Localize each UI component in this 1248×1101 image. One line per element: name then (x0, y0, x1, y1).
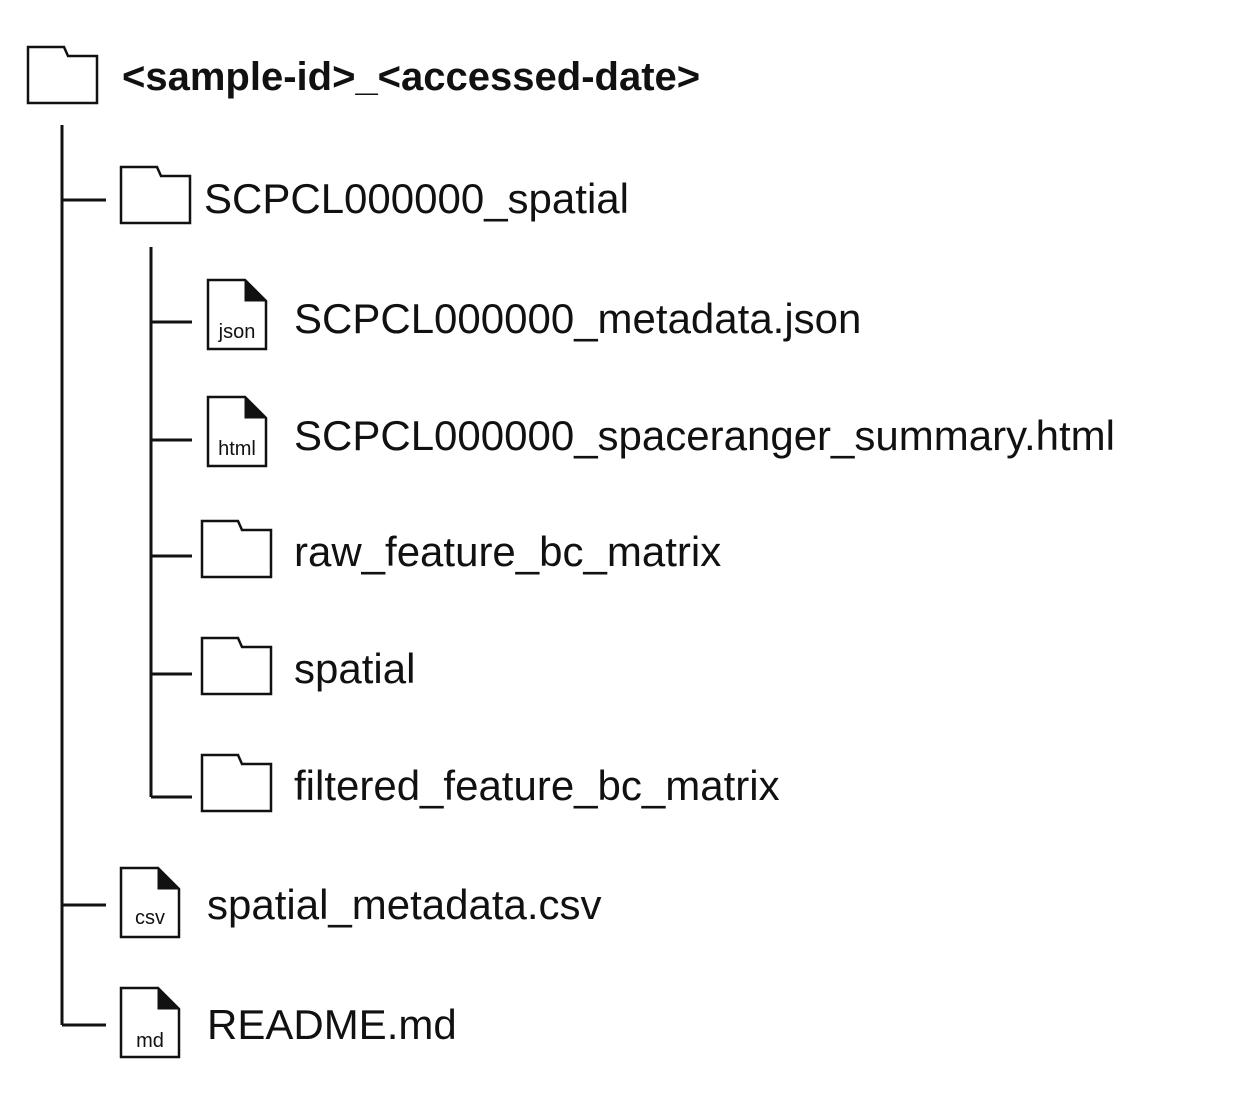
filtered-matrix-label: filtered_feature_bc_matrix (294, 762, 780, 809)
file-extension-label: md (136, 1030, 164, 1052)
spaceranger-summary-label: SCPCL000000_spaceranger_summary.html (294, 412, 1115, 459)
file-fold-icon (157, 866, 181, 890)
readme-label: README.md (207, 1001, 457, 1048)
file-extension-label: html (218, 438, 256, 460)
spaceranger-summary-node[interactable]: html SCPCL000000_spaceranger_summary.htm… (206, 395, 1115, 468)
raw-matrix-label: raw_feature_bc_matrix (294, 528, 721, 575)
raw-matrix-folder-node[interactable]: raw_feature_bc_matrix (200, 519, 721, 579)
spatial-metadata-csv-node[interactable]: csv spatial_metadata.csv (119, 866, 602, 939)
folder-icon (200, 519, 273, 579)
root-folder-node[interactable]: <sample-id>_<accessed-date> (26, 45, 700, 105)
readme-node[interactable]: md README.md (119, 986, 457, 1059)
folder-icon (200, 636, 273, 696)
file-extension-label: csv (135, 907, 165, 929)
spatial-subfolder-label: spatial (294, 645, 415, 692)
root-folder-label: <sample-id>_<accessed-date> (122, 55, 700, 99)
tree-connectors (60, 125, 192, 1027)
spatial-folder-node[interactable]: SCPCL000000_spatial (119, 165, 629, 225)
spatial-metadata-csv-label: spatial_metadata.csv (207, 881, 602, 928)
spatial-subfolder-node[interactable]: spatial (200, 636, 415, 696)
spatial-folder-label: SCPCL000000_spatial (204, 175, 629, 222)
folder-icon (26, 45, 99, 105)
metadata-json-label: SCPCL000000_metadata.json (294, 295, 861, 342)
file-fold-icon (244, 278, 268, 302)
folder-icon (200, 753, 273, 813)
folder-icon (119, 165, 192, 225)
file-extension-label: json (218, 321, 256, 343)
filtered-matrix-folder-node[interactable]: filtered_feature_bc_matrix (200, 753, 780, 813)
file-fold-icon (244, 395, 268, 419)
metadata-json-node[interactable]: json SCPCL000000_metadata.json (206, 278, 861, 351)
file-fold-icon (157, 986, 181, 1010)
